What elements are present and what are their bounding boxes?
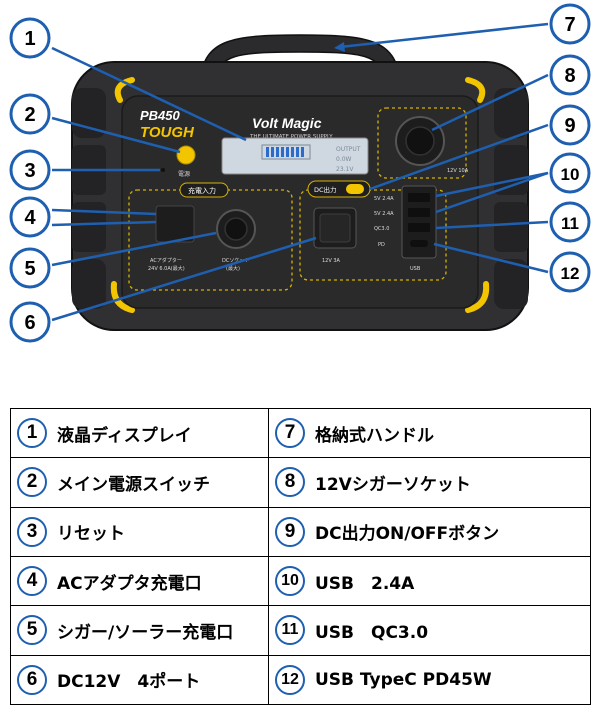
lcd-battery-bars <box>266 147 304 157</box>
ac-adapter-label: ACアダプター <box>150 257 182 264</box>
legend-row: 5 シガー/ソーラー充電口 11 USB QC3.0 <box>10 605 591 656</box>
dc-port-label: DCソケット <box>222 257 249 264</box>
callout-11: 11 <box>561 214 579 233</box>
legend-number-right: 7 <box>275 418 305 449</box>
lcd-battery-outline <box>261 144 311 160</box>
power-label: 電源 <box>178 170 190 178</box>
leader-lines <box>51 22 549 322</box>
legend-row: 4 ACアダプタ充電口 10 USB 2.4A <box>10 555 591 607</box>
legend-number-left: 6 <box>17 664 47 695</box>
legend-label-left: メイン電源スイッチ <box>57 474 210 495</box>
callout-4: 4 <box>24 207 36 229</box>
callout-9: 9 <box>564 115 575 137</box>
callout-12: 12 <box>561 264 580 283</box>
dc-output-label: DC出力 <box>314 185 337 194</box>
legend-label-right: USB QC3.0 <box>315 622 429 643</box>
legend-cell-left: 5 シガー/ソーラー充電口 <box>10 605 269 656</box>
legend-cell-right: 9 DC出力ON/OFFボタン <box>268 506 591 557</box>
yellow-corner-accents <box>110 77 490 313</box>
qc-label: QC3.0 <box>374 226 389 232</box>
right-bumper <box>494 88 528 309</box>
legend-number-right: 12 <box>275 664 305 695</box>
legend-number-left: 3 <box>17 516 47 547</box>
legend-label-left: 液晶ディスプレイ <box>57 425 192 446</box>
legend-number-left: 4 <box>17 566 47 597</box>
dc12v-label: 12V 3A <box>322 258 341 264</box>
handle-arrow-icon <box>334 42 345 52</box>
legend-cell-right: 12 USB TypeC PD45W <box>268 654 591 706</box>
legend-cell-right: 11 USB QC3.0 <box>268 605 591 656</box>
usb-24a-label: 5V 2.4A <box>374 196 394 202</box>
faceplate <box>121 95 479 309</box>
usb-port-block <box>401 185 437 259</box>
legend-cell-left: 4 ACアダプタ充電口 <box>10 555 269 607</box>
legend-table: 1 液晶ディスプレイ 7 格納式ハンドル 2 メイン電源スイッチ 8 12Vシガ… <box>10 407 591 706</box>
legend-cell-right: 10 USB 2.4A <box>268 555 591 607</box>
callout-2: 2 <box>24 104 35 126</box>
legend-label-right: 12Vシガーソケット <box>315 474 471 495</box>
legend-row: 6 DC12V 4ポート 12 USB TypeC PD45W <box>10 654 591 706</box>
callout-numbers: 1 2 3 4 5 6 7 8 9 10 11 12 <box>24 14 579 334</box>
lcd-volts: 23.1V <box>336 166 354 173</box>
charge-input-label: 充電入力 <box>188 186 216 195</box>
cigar-socket-inner <box>405 126 435 156</box>
legend-label-right: USB 2.4A <box>315 573 415 594</box>
legend-cell-left: 1 液晶ディスプレイ <box>10 407 269 459</box>
legend-cell-right: 7 格納式ハンドル <box>268 407 591 459</box>
pd-label: PD <box>378 242 385 248</box>
legend-number-left: 2 <box>17 467 47 498</box>
dc-output-button <box>346 184 364 194</box>
legend-label-left: シガー/ソーラー充電口 <box>57 622 234 643</box>
usb-ports <box>408 193 430 247</box>
legend-row: 2 メイン電源スイッチ 8 12Vシガーソケット <box>10 457 591 508</box>
main-power-switch <box>176 145 196 165</box>
legend-number-right: 9 <box>275 516 305 547</box>
solar-charge-port-inner <box>224 217 248 241</box>
charge-input-badge <box>179 182 229 198</box>
tagline-label: THE ULTIMATE POWER SUPPLY <box>249 134 333 140</box>
legend-label-right: 格納式ハンドル <box>315 425 434 446</box>
lcd-output-label: OUTPUT <box>336 146 361 153</box>
dc-port-sub: (最大) <box>226 265 240 272</box>
legend-label-right: USB TypeC PD45W <box>315 669 492 690</box>
legend-label-left: ACアダプタ充電口 <box>57 573 202 594</box>
model-label: PB450 <box>140 108 181 123</box>
dc12v-port-cap <box>319 213 351 243</box>
legend-cell-left: 6 DC12V 4ポート <box>10 654 269 706</box>
ac-adapter-sub: 24V 6.0A(最大) <box>148 265 185 272</box>
legend-cell-left: 2 メイン電源スイッチ <box>10 457 269 508</box>
callout-6: 6 <box>24 312 35 334</box>
legend-cell-right: 8 12Vシガーソケット <box>268 457 591 508</box>
legend-number-left: 5 <box>17 615 47 646</box>
reset-hole <box>161 168 165 172</box>
lcd-watts: 0.0W <box>336 156 352 163</box>
legend-number-right: 11 <box>275 615 305 646</box>
callout-circles <box>9 3 591 343</box>
legend-label-left: リセット <box>57 524 125 545</box>
legend-number-left: 1 <box>17 418 47 449</box>
callout-10: 10 <box>561 165 580 184</box>
legend-row: 3 リセット 9 DC出力ON/OFFボタン <box>10 506 591 557</box>
power-station-diagram: PB450 TOUGH Volt Magic THE ULTIMATE POWE… <box>9 3 591 343</box>
callout-8: 8 <box>564 65 575 87</box>
legend-label-left: DC12V 4ポート <box>57 672 201 693</box>
callout-5: 5 <box>24 258 35 280</box>
legend-number-right: 8 <box>275 467 305 498</box>
usb-24a-label-2: 5V 2.4A <box>374 211 394 217</box>
callout-3: 3 <box>24 160 35 182</box>
model-sub-label: TOUGH <box>140 124 195 141</box>
ac-adapter-port <box>155 205 195 243</box>
legend-number-right: 10 <box>275 566 305 597</box>
brand-label: Volt Magic <box>252 115 322 131</box>
callout-1: 1 <box>24 28 35 50</box>
legend-row: 1 液晶ディスプレイ 7 格納式ハンドル <box>10 407 591 459</box>
callout-7: 7 <box>564 14 575 36</box>
legend-label-right: DC出力ON/OFFボタン <box>315 524 500 545</box>
lcd-display <box>221 137 369 175</box>
legend-cell-left: 3 リセット <box>10 506 269 557</box>
socket-label: 12V 10A <box>447 168 469 174</box>
usb-label: USB <box>410 266 421 272</box>
